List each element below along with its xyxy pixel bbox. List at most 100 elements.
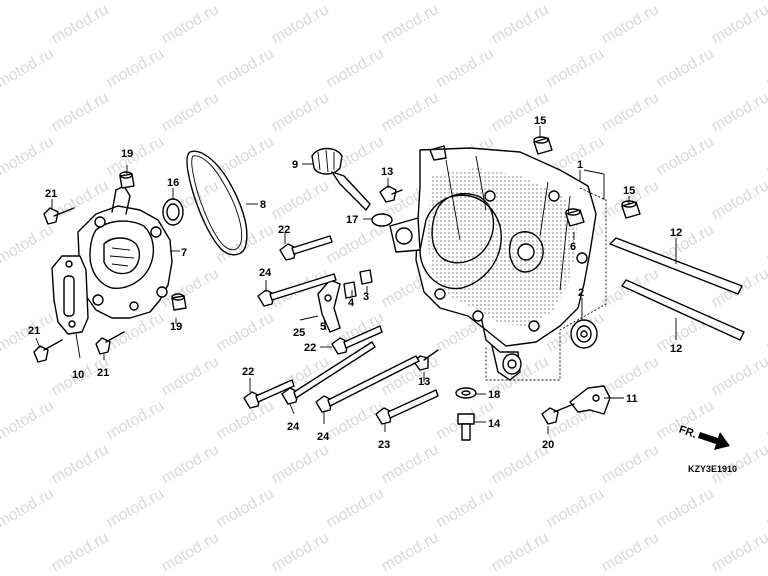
bolt-22-a — [279, 235, 333, 261]
callout-12-b: 12 — [670, 343, 682, 355]
watermark-text: motod.ru — [0, 45, 57, 91]
watermark-text: motod.ru — [709, 353, 768, 399]
pump-cover-7 — [77, 185, 173, 319]
watermark-text: motod.ru — [104, 397, 167, 443]
bolt-24-a — [257, 273, 337, 307]
watermark-text: motod.ru — [544, 485, 607, 531]
watermark-text: motod.ru — [379, 89, 442, 135]
watermark-text: motod.ru — [599, 1, 662, 47]
callout-14: 14 — [488, 418, 501, 430]
callout-21-c: 21 — [97, 367, 109, 379]
watermark-text: motod.ru — [434, 485, 497, 531]
callout-6: 6 — [570, 241, 576, 253]
watermark-text: motod.ru — [269, 177, 332, 223]
callout-25: 25 — [293, 327, 305, 339]
watermark-text: motod.ru — [269, 89, 332, 135]
watermark-text: motod.ru — [0, 0, 57, 3]
bolt-21-b — [33, 339, 63, 363]
watermark-text: motod.ru — [104, 0, 167, 3]
watermark-text: motod.ru — [654, 485, 717, 531]
callout-9: 9 — [292, 159, 298, 171]
watermark-text: motod.ru — [214, 0, 277, 3]
watermark-text: motod.ru — [214, 309, 277, 355]
watermark-text: motod.ru — [104, 133, 167, 179]
watermark-text: motod.ru — [434, 45, 497, 91]
callout-24-c: 24 — [317, 431, 330, 443]
bolt-20 — [541, 403, 575, 425]
plug-4 — [343, 281, 357, 299]
callout-19-top: 19 — [121, 148, 133, 160]
watermark-text: motod.ru — [104, 45, 167, 91]
watermark-text: motod.ru — [49, 1, 112, 47]
callout-15-b: 15 — [623, 185, 635, 197]
oil-seal-16 — [162, 198, 184, 226]
watermark-text: motod.ru — [0, 221, 57, 267]
watermark-text: motod.ru — [49, 441, 112, 487]
dowel-19-bottom — [171, 293, 187, 311]
watermark-text: motod.ru — [654, 133, 717, 179]
watermark-text: motod.ru — [104, 485, 167, 531]
callout-22-a: 22 — [278, 224, 290, 236]
watermark-text: motod.ru — [159, 1, 222, 47]
watermark-text: motod.ru — [269, 441, 332, 487]
watermark-text: motod.ru — [324, 0, 387, 3]
watermark-text: motod.ru — [269, 1, 332, 47]
washer-18 — [455, 387, 477, 399]
callout-3: 3 — [363, 291, 369, 303]
stud-12-a — [609, 237, 743, 295]
watermark-text: motod.ru — [599, 89, 662, 135]
watermark-text: motod.ru — [0, 353, 2, 399]
watermark-text: motod.ru — [0, 441, 2, 487]
watermark-text: motod.ru — [654, 0, 717, 3]
o-ring-8 — [186, 150, 248, 256]
watermark-text: motod.ru — [214, 397, 277, 443]
watermark-text: motod.ru — [0, 177, 2, 223]
callout-24-a: 24 — [259, 267, 272, 279]
callout-10: 10 — [72, 369, 84, 381]
dowel-15-a — [533, 136, 553, 155]
callout-4: 4 — [348, 297, 355, 309]
callout-21-a: 21 — [45, 188, 57, 200]
watermark-text: motod.ru — [269, 529, 332, 575]
watermark-text: motod.ru — [159, 441, 222, 487]
bolt-24-c — [315, 355, 420, 413]
oil-gauge-9 — [311, 147, 371, 211]
callout-13-bottom: 13 — [418, 376, 430, 388]
callout-18: 18 — [488, 389, 500, 401]
watermark-text: motod.ru — [764, 397, 768, 443]
watermark-text: motod.ru — [49, 89, 112, 135]
bolt-22-b — [331, 325, 383, 355]
callout-24-b: 24 — [287, 421, 300, 433]
callout-2: 2 — [578, 287, 584, 299]
callout-1: 1 — [577, 159, 583, 171]
watermark-text: motod.ru — [159, 353, 222, 399]
crankcase-cover-1 — [389, 145, 597, 381]
watermark-text: motod.ru — [434, 0, 497, 3]
direction-label: FR. — [677, 424, 698, 441]
leader-lines — [35, 126, 677, 434]
watermark-text: motod.ru — [159, 89, 222, 135]
callout-23: 23 — [378, 439, 390, 451]
drain-bolt-14 — [457, 413, 475, 441]
bolt-24-b — [281, 341, 376, 405]
watermark-text: motod.ru — [764, 45, 768, 91]
watermark-text: motod.ru — [0, 485, 57, 531]
watermark-text: motod.ru — [0, 133, 57, 179]
watermark-text: motod.ru — [489, 89, 552, 135]
callout-21-b: 21 — [28, 325, 40, 337]
bolt-21-c — [95, 331, 125, 355]
bolt-21-a — [43, 207, 75, 225]
watermark-text: motod.ru — [654, 45, 717, 91]
dowel-6 — [565, 208, 585, 227]
watermark-text: motod.ru — [709, 1, 768, 47]
watermark-text: motod.ru — [709, 89, 768, 135]
watermark-text: motod.ru — [764, 221, 768, 267]
callout-11: 11 — [626, 393, 638, 405]
dowel-15-b — [621, 200, 641, 219]
bolt-22-c — [243, 379, 295, 409]
watermark-text: motod.ru — [214, 221, 277, 267]
bolt-13-top — [379, 185, 403, 203]
watermark-text: motod.ru — [709, 177, 768, 223]
o-ring-17 — [371, 213, 393, 227]
bracket-11 — [569, 385, 611, 415]
